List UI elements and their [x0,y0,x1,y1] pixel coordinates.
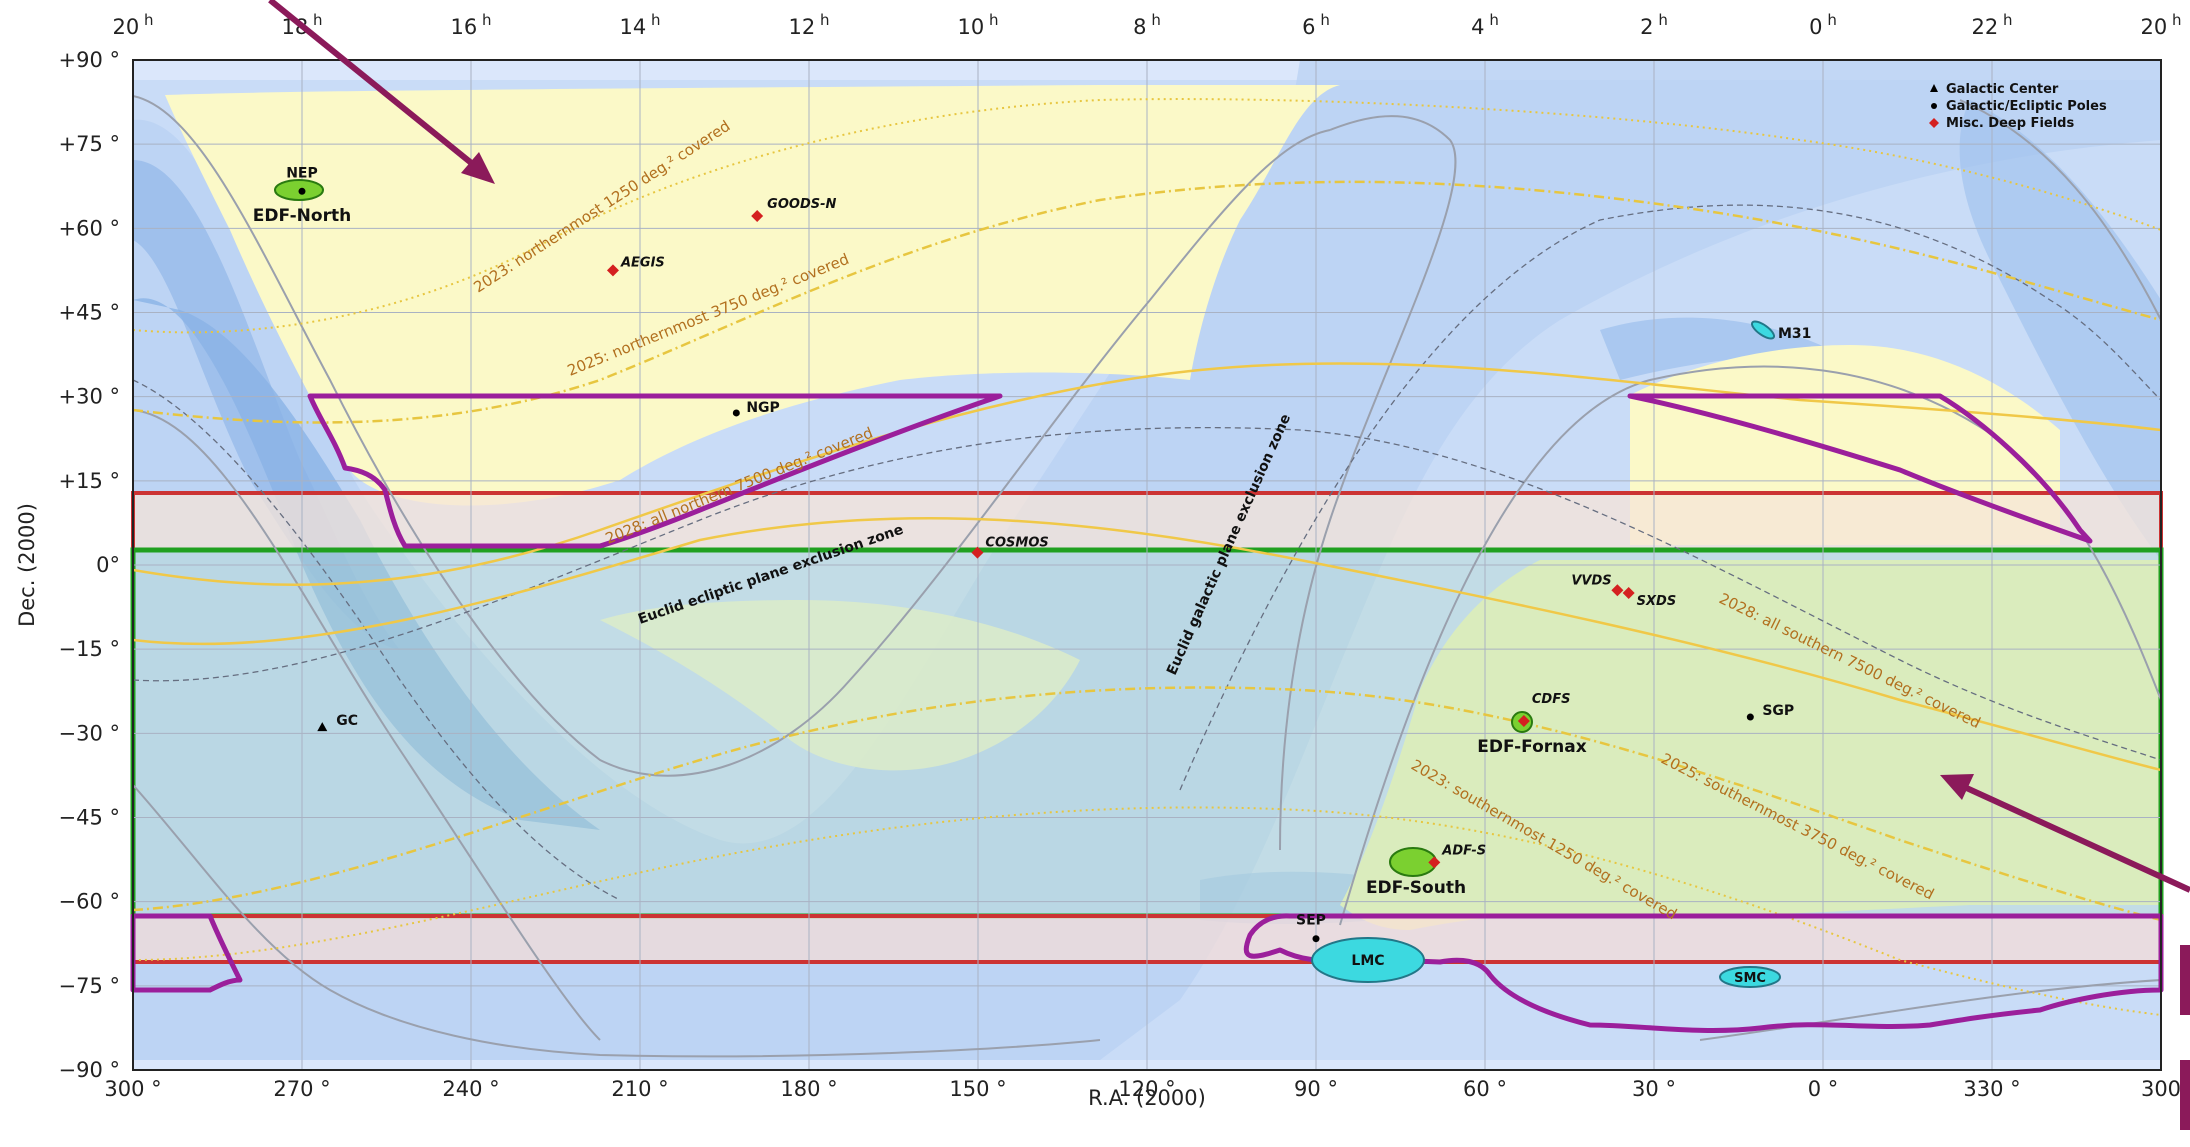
x-tick-label-deg: 300 ° [104,1077,161,1101]
northeast-footprint [1627,393,2093,544]
point-markers: GC NGP SGP NEP SEP GOODS-N AEGIS COSMOS VVDS SXDS… [286,165,1794,943]
y-tick-label: +75 ° [59,132,121,156]
y-axis-label: Dec. (2000) [15,503,39,627]
marker-vvds [1611,584,1624,597]
footprint-outlines [130,393,2164,1033]
marker-sxds [1622,587,1635,600]
y-tick-label: −45 ° [59,806,121,830]
edge-fragment-2 [2180,1060,2190,1130]
x-tick-label-deg: 60 ° [1463,1077,1507,1101]
marker-sep [1312,935,1320,943]
arrow-south-head [1940,774,1974,800]
y-tick-label: +45 ° [59,301,121,325]
marker-gc [317,722,328,732]
label-sxds: SXDS [1637,594,1677,609]
x-tick-label-deg: 90 ° [1294,1077,1338,1101]
smc-label: SMC [1734,971,1766,986]
x-tick-label-deg: 120 ° [1118,1077,1175,1101]
y-tick-label: −60 ° [59,890,121,914]
galaxies: LMC SMC M31 [1311,320,1811,988]
label-goods-n: GOODS-N [767,197,836,212]
x-tick-label-hours: 4 h [1471,11,1499,39]
label-sgp: SGP [1762,703,1794,719]
x-tick-label-hours: 0 h [1809,11,1837,39]
arrow-north-head [461,152,495,184]
x-tick-label-hours: 16 h [450,11,491,39]
x-tick-label-deg: 150 ° [949,1077,1006,1101]
label-adf-s: ADF-S [1441,843,1486,858]
coverage-lines [133,98,2161,1016]
y-tick-label: −30 ° [59,721,121,745]
x-tick-label-hours: 6 h [1302,11,1330,39]
label-cosmos: COSMOS [985,536,1048,551]
label-gc: GC [336,713,358,729]
legend-entry-deep-fields: Misc. Deep Fields [1946,116,2074,131]
y-tick-label: +30 ° [59,385,121,409]
x-tick-label-deg: 330 ° [1963,1077,2020,1101]
y-tick-label: +90 ° [59,48,121,72]
y-tick-label: −75 ° [59,974,121,998]
label-ngp: NGP [746,400,779,416]
marker-adf-s [1428,856,1441,869]
marker-sgp [1746,713,1754,721]
x-tick-label-hours: 8 h [1133,11,1161,39]
lmc-ellipse [1311,937,1425,983]
legend: Galactic Center Galactic/Ecliptic Poles … [1929,82,2107,131]
label-nep: NEP [286,165,318,181]
legend-diamond-marker [1929,118,1939,128]
x-tick-label-deg: 30 ° [1632,1077,1676,1101]
marker-cdfs [1517,714,1530,727]
marker-cosmos [971,546,984,559]
x-tick-label-deg: 270 ° [273,1077,330,1101]
northern-footprint [307,393,1003,549]
arrow-south [1958,782,2190,893]
smc-ellipse [1719,966,1781,988]
label-sep: SEP [1296,913,1326,929]
marker-aegis [606,264,619,277]
lmc-label: LMC [1351,953,1384,969]
label-aegis: AEGIS [620,255,665,270]
m31-ellipse [1750,320,1776,340]
y-tick-label: 0° [96,553,120,577]
legend-entry-galactic-center: Galactic Center [1946,82,2059,97]
arrow-north [268,0,482,173]
y-tick-label: +60 ° [59,216,121,240]
southwest-footprint [130,913,243,993]
axes: 300 ° 270 ° 240 ° 210 ° 180 ° 150 ° 120 ° 90 ° 6… [59,11,2182,1101]
y-tick-label: +15 ° [59,469,121,493]
x-tick-label-hours: 20 h [112,11,153,39]
x-tick-label-deg: 240 ° [442,1077,499,1101]
x-tick-label-deg: 300 [2141,1077,2181,1101]
x-tick-label-hours: 22 h [1971,11,2012,39]
edf-north-label: EDF-North [253,206,351,226]
x-tick-label-hours: 2 h [1640,11,1668,39]
y-tick-label: −15 ° [59,637,121,661]
annotation-arrows [268,0,2190,1130]
y-tick-label: −90 ° [59,1058,121,1082]
x-axis-label: R.A. (2000) [1088,1086,1206,1110]
legend-dot-marker [1931,103,1937,109]
edf-fornax-label: EDF-Fornax [1477,737,1586,757]
legend-triangle-marker [1930,84,1938,92]
x-tick-label-deg: 210 ° [611,1077,668,1101]
label-vvds: VVDS [1571,573,1611,588]
legend-entry-poles: Galactic/Ecliptic Poles [1946,99,2107,114]
label-cdfs: CDFS [1532,692,1571,707]
x-tick-label-hours: 14 h [619,11,660,39]
x-tick-label-hours: 10 h [957,11,998,39]
x-tick-label-hours: 20 h [2140,11,2181,39]
x-tick-label-deg: 0 ° [1808,1077,1839,1101]
plot-frame [132,59,2162,1071]
edge-fragment-1 [2180,945,2190,1015]
marker-ngp [732,409,740,417]
marker-goods-n [751,209,764,222]
southeast-footprint [1243,913,2164,1033]
m31-label: M31 [1778,326,1811,342]
x-tick-label-deg: 180 ° [780,1077,837,1101]
x-tick-label-hours: 12 h [788,11,829,39]
edf-south-label: EDF-South [1366,878,1466,898]
marker-nep [298,187,306,195]
